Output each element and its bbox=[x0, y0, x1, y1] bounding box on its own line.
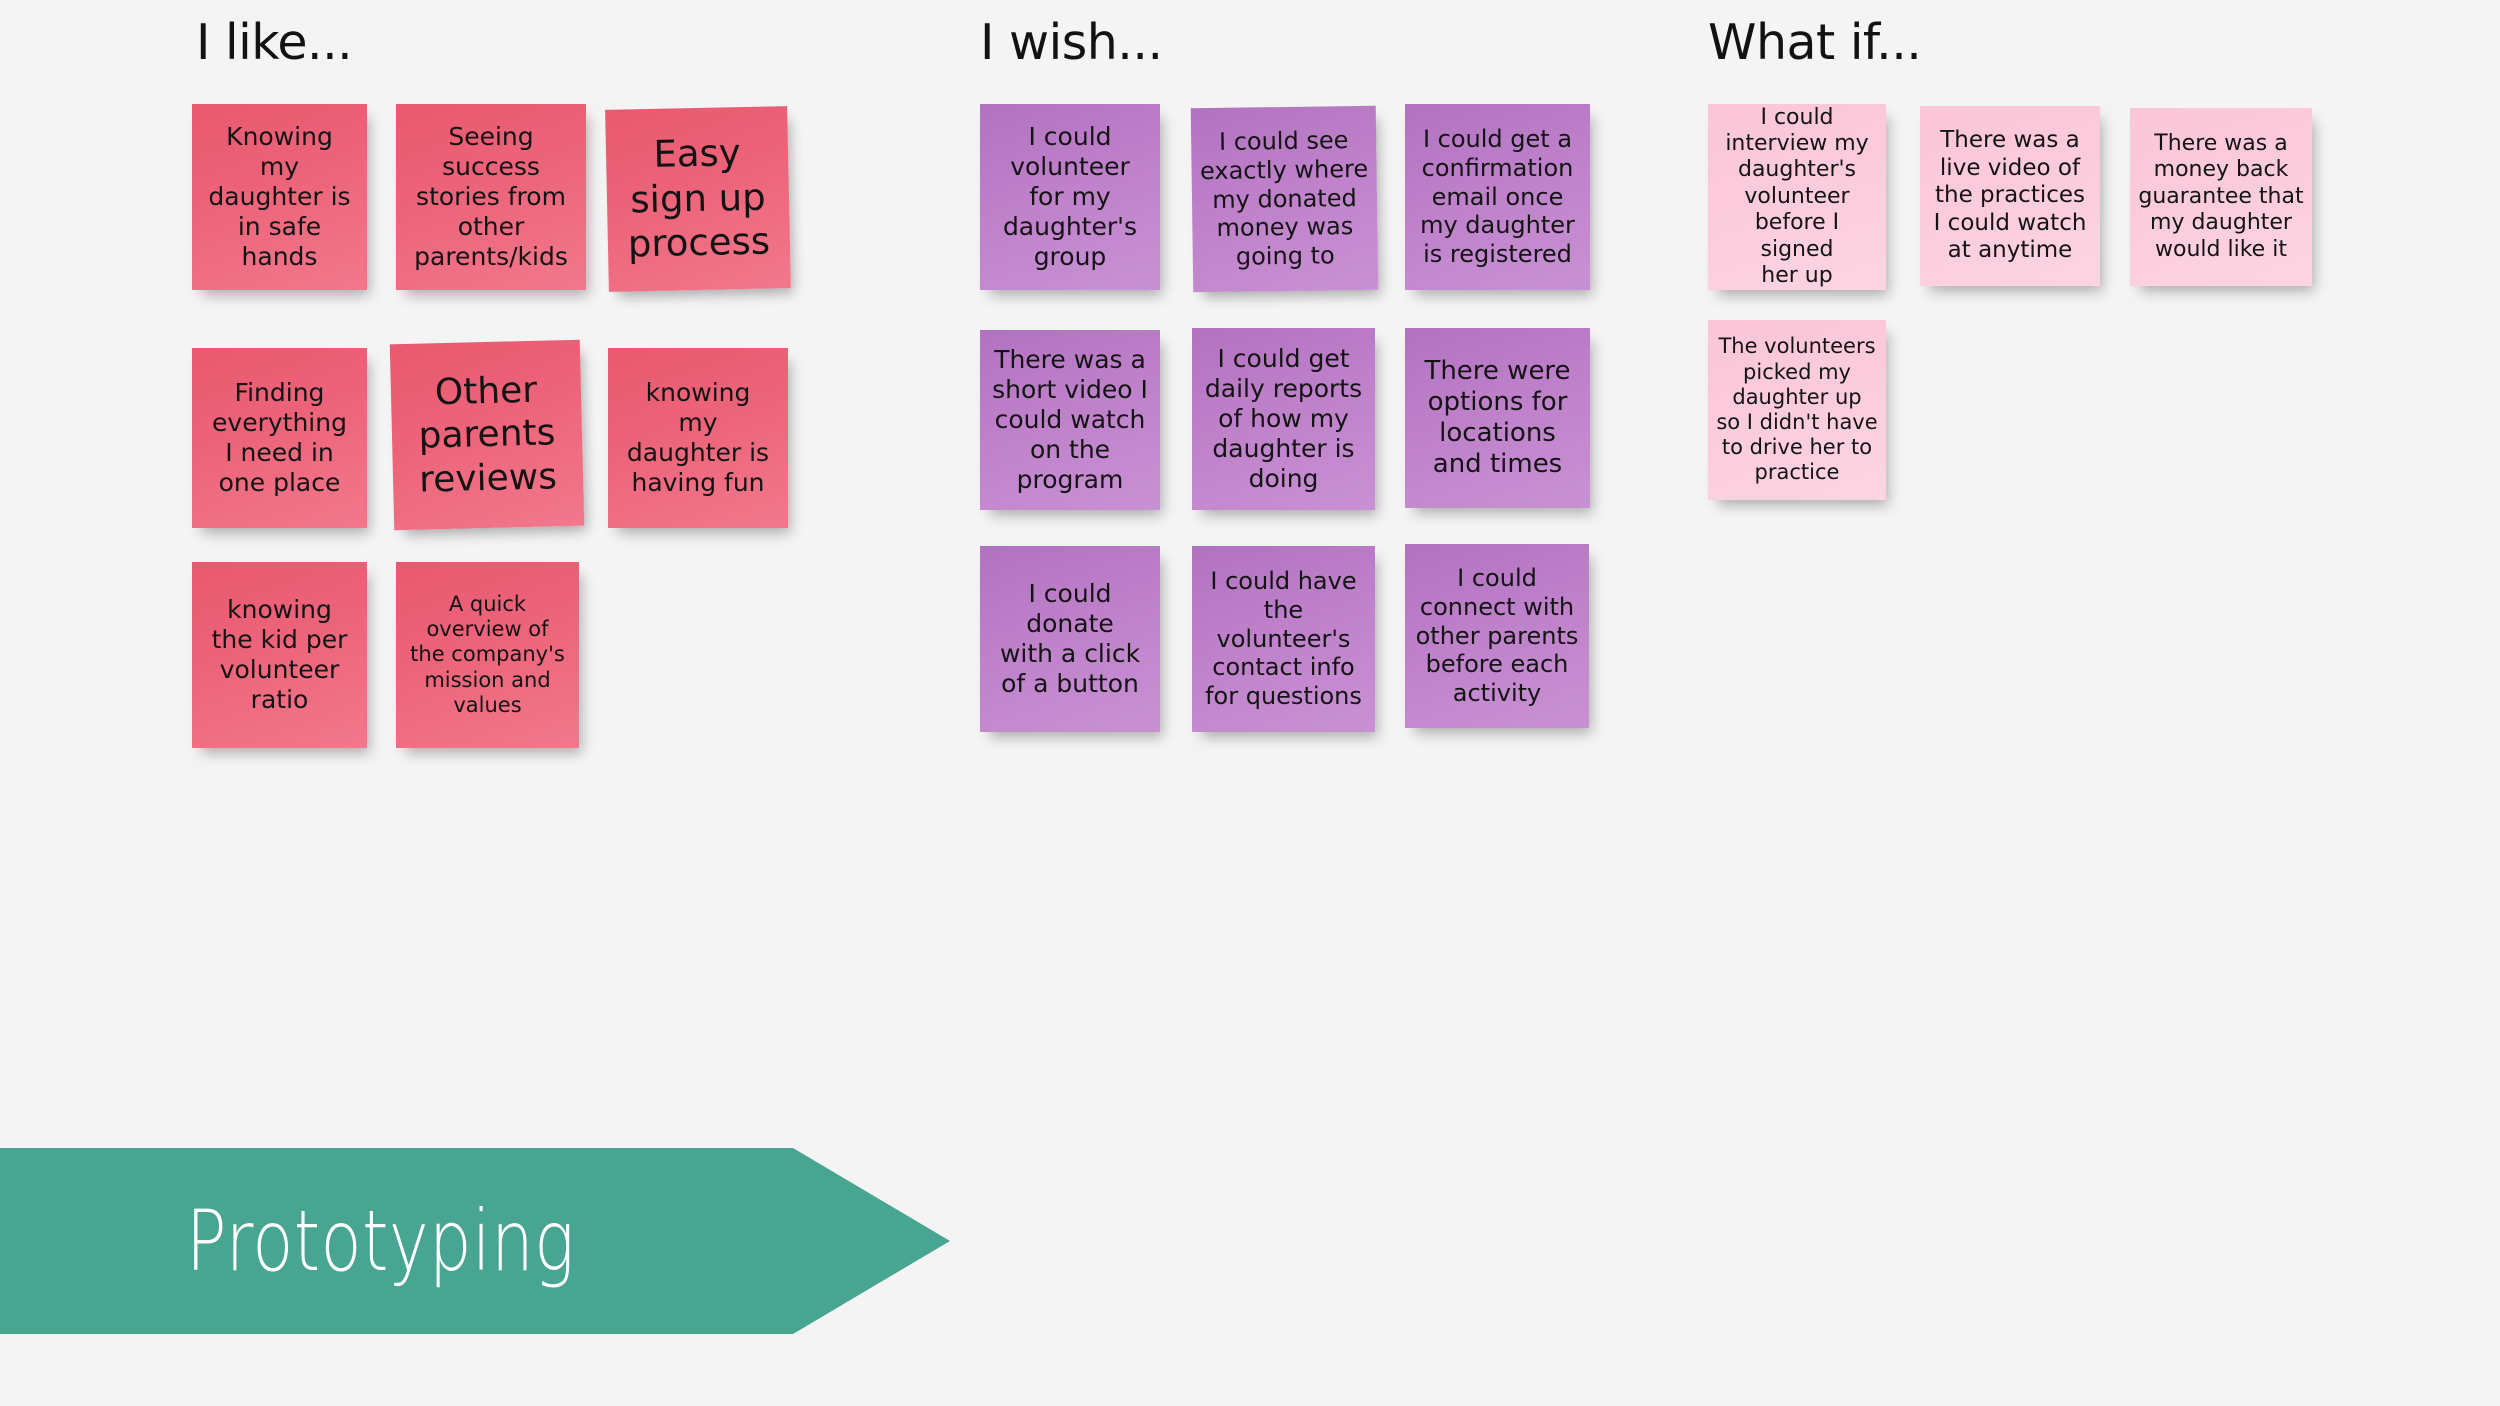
sticky-note[interactable]: Knowing my daughter is in safe hands bbox=[192, 104, 367, 290]
sticky-note[interactable]: Other parents reviews bbox=[389, 339, 585, 531]
sticky-note-text: Finding everything I need in one place bbox=[212, 378, 347, 497]
sticky-note[interactable]: Finding everything I need in one place bbox=[192, 348, 367, 528]
column-heading-what-if: What if... bbox=[1708, 14, 1922, 71]
sticky-note[interactable]: I could have the volunteer's contact inf… bbox=[1192, 546, 1375, 732]
sticky-note[interactable]: I could see exactly where my donated mon… bbox=[1190, 105, 1379, 293]
sticky-note[interactable]: There was a live video of the practices … bbox=[1920, 106, 2100, 286]
sticky-note-text: I could see exactly where my donated mon… bbox=[1199, 126, 1369, 271]
sticky-note-text: I could get daily reports of how my daug… bbox=[1204, 344, 1363, 493]
sticky-note-text: Easy sign up process bbox=[627, 131, 771, 266]
sticky-note-text: knowing the kid per volunteer ratio bbox=[211, 595, 348, 714]
sticky-note-text: I could get a confirmation email once my… bbox=[1420, 125, 1575, 269]
prototyping-banner: Prototyping bbox=[0, 1148, 950, 1334]
sticky-note-text: I could donate with a click of a button bbox=[999, 579, 1141, 698]
sticky-note-text: There was a live video of the practices … bbox=[1933, 127, 2087, 264]
column-heading-i-like: I like... bbox=[196, 14, 353, 71]
sticky-note-text: I could volunteer for my daughter's grou… bbox=[1002, 122, 1138, 271]
sticky-note[interactable]: There was a short video I could watch on… bbox=[980, 330, 1160, 510]
sticky-note[interactable]: I could volunteer for my daughter's grou… bbox=[980, 104, 1160, 290]
sticky-note[interactable]: knowing my daughter is having fun bbox=[608, 348, 788, 528]
sticky-note-text: There was a short video I could watch on… bbox=[992, 345, 1148, 494]
sticky-note-text: Knowing my daughter is in safe hands bbox=[208, 122, 351, 271]
column-heading-i-wish: I wish... bbox=[980, 14, 1163, 71]
sticky-note-text: I could have the volunteer's contact inf… bbox=[1205, 567, 1362, 711]
sticky-note[interactable]: knowing the kid per volunteer ratio bbox=[192, 562, 367, 748]
sticky-note[interactable]: I could get a confirmation email once my… bbox=[1405, 104, 1590, 290]
sticky-note[interactable]: I could donate with a click of a button bbox=[980, 546, 1160, 732]
sticky-note-text: Other parents reviews bbox=[418, 369, 558, 501]
sticky-note-text: I could interview my daughter's voluntee… bbox=[1725, 104, 1869, 288]
sticky-note[interactable]: I could connect with other parents befor… bbox=[1405, 544, 1589, 728]
sticky-note[interactable]: I could interview my daughter's voluntee… bbox=[1708, 104, 1886, 290]
sticky-note-text: A quick overview of the company's missio… bbox=[410, 592, 565, 717]
sticky-note[interactable]: There were options for locations and tim… bbox=[1405, 328, 1590, 508]
sticky-note[interactable]: There was a money back guarantee that my… bbox=[2130, 108, 2312, 286]
sticky-note[interactable]: Easy sign up process bbox=[605, 106, 791, 292]
sticky-note-text: The volunteers picked my daughter up so … bbox=[1716, 334, 1878, 485]
sticky-note-text: I could connect with other parents befor… bbox=[1415, 564, 1579, 708]
sticky-note[interactable]: The volunteers picked my daughter up so … bbox=[1708, 320, 1886, 500]
sticky-note-text: Seeing success stories from other parent… bbox=[414, 122, 568, 271]
banner-label: Prototyping bbox=[186, 1192, 575, 1290]
sticky-note-text: There were options for locations and tim… bbox=[1424, 355, 1571, 480]
sticky-note-text: knowing my daughter is having fun bbox=[626, 378, 770, 497]
sticky-note[interactable]: I could get daily reports of how my daug… bbox=[1192, 328, 1375, 510]
sticky-note[interactable]: A quick overview of the company's missio… bbox=[396, 562, 579, 748]
sticky-note[interactable]: Seeing success stories from other parent… bbox=[396, 104, 586, 290]
sticky-note-text: There was a money back guarantee that my… bbox=[2138, 131, 2304, 262]
